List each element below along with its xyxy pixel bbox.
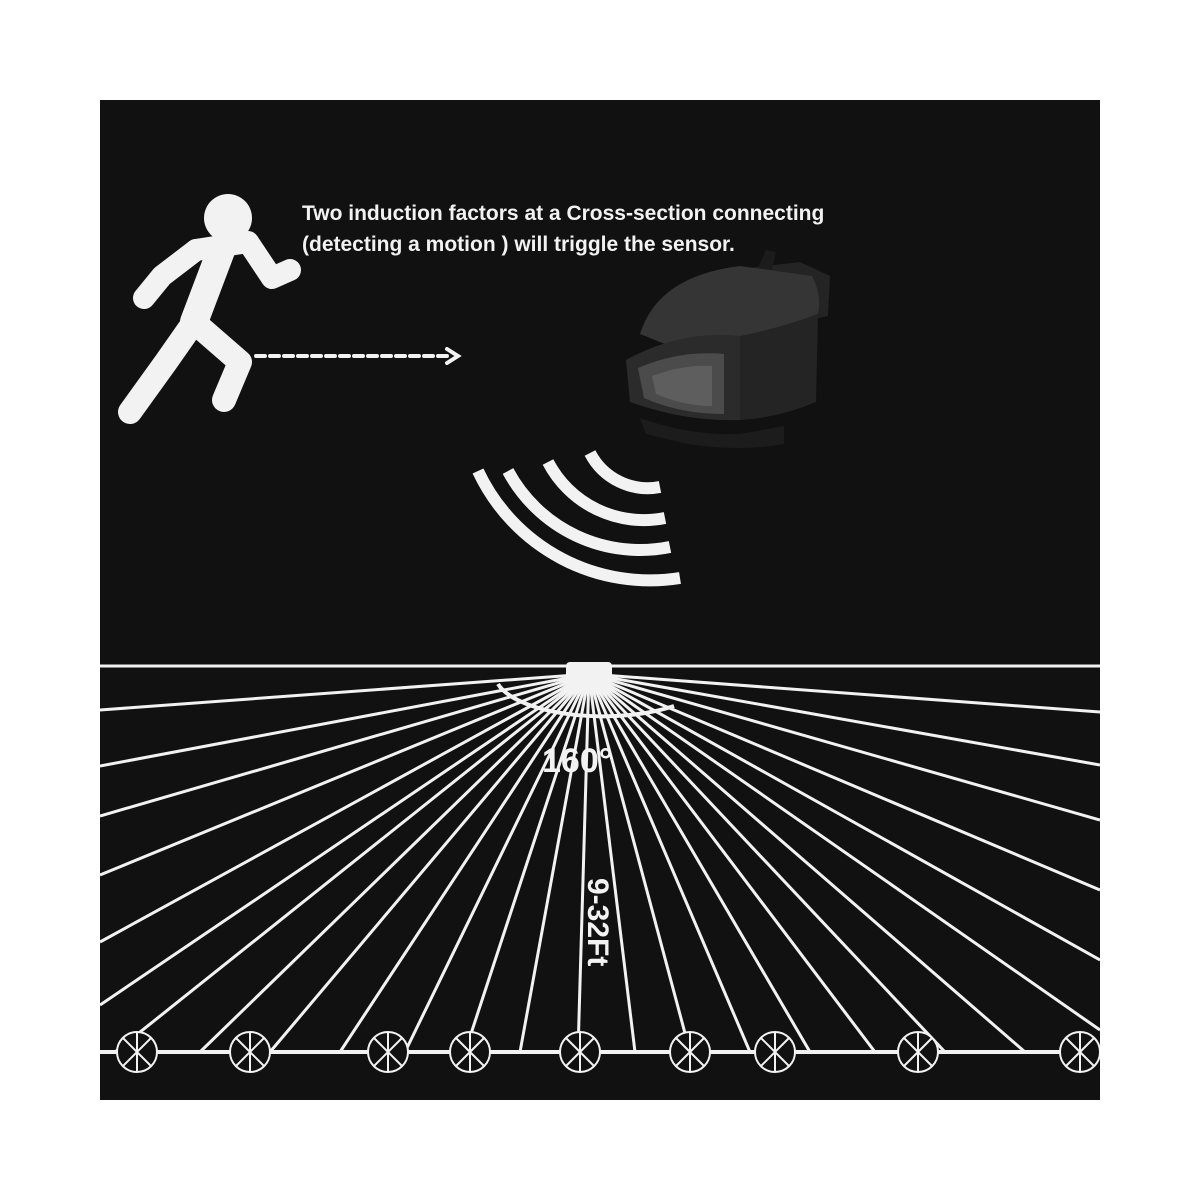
sensor-top-view xyxy=(566,662,612,682)
cross-section-node-icon xyxy=(449,1031,491,1073)
detection-ray xyxy=(576,673,591,1053)
diagram-panel: Two induction factors at a Cross-section… xyxy=(100,100,1100,1100)
range-label: 9-32Ft xyxy=(581,878,614,966)
detection-ray xyxy=(587,673,637,1053)
angle-label: 160° xyxy=(542,742,612,780)
detection-ray xyxy=(588,672,1026,1054)
pir-sensor-icon xyxy=(626,250,830,448)
cross-section-node-icon xyxy=(669,1031,711,1073)
caption-line-1: Two induction factors at a Cross-section… xyxy=(302,202,825,225)
detection-ray xyxy=(587,672,947,1054)
detection-ray xyxy=(518,673,591,1053)
detection-ray xyxy=(587,673,692,1053)
detection-ray xyxy=(588,672,1100,962)
detection-ray xyxy=(198,672,591,1054)
detection-ray xyxy=(100,672,590,818)
dashed-arrow-icon xyxy=(254,347,462,365)
detection-rays xyxy=(100,672,1100,1054)
detection-ray xyxy=(100,672,590,877)
detection-ray xyxy=(403,673,591,1053)
cross-section-node-icon xyxy=(229,1031,271,1073)
detection-ray xyxy=(588,672,1100,822)
cross-section-nodes xyxy=(116,1031,1100,1073)
cross-section-node-icon xyxy=(754,1031,796,1073)
detection-ray xyxy=(100,672,590,768)
detection-ray xyxy=(100,672,590,944)
detection-ray xyxy=(587,673,812,1053)
detection-ray xyxy=(268,673,591,1053)
detection-ray xyxy=(100,672,590,712)
diagram-scene: 160° 9-32Ft xyxy=(100,194,1100,1073)
detection-ray xyxy=(587,673,877,1053)
detection-ray xyxy=(463,673,591,1053)
detection-ray xyxy=(588,672,1100,767)
detection-ray xyxy=(587,673,752,1053)
detection-ray xyxy=(100,672,590,1007)
caption-line-2: (detecting a motion ) will triggle the s… xyxy=(302,233,735,256)
detection-ray xyxy=(338,673,591,1053)
cross-section-node-icon xyxy=(559,1031,601,1073)
cross-section-node-icon xyxy=(367,1031,409,1073)
detection-ray xyxy=(114,672,590,1054)
cross-section-node-icon xyxy=(116,1031,158,1073)
cross-section-node-icon xyxy=(897,1031,939,1073)
signal-waves-icon xyxy=(472,450,681,587)
detection-ray xyxy=(588,672,1100,714)
detection-ray xyxy=(588,672,1100,892)
cross-section-node-icon xyxy=(1059,1031,1100,1073)
detection-ray xyxy=(588,672,1100,1032)
angle-arc xyxy=(496,682,675,719)
running-person-icon xyxy=(118,194,301,424)
detection-field xyxy=(100,662,1100,1073)
